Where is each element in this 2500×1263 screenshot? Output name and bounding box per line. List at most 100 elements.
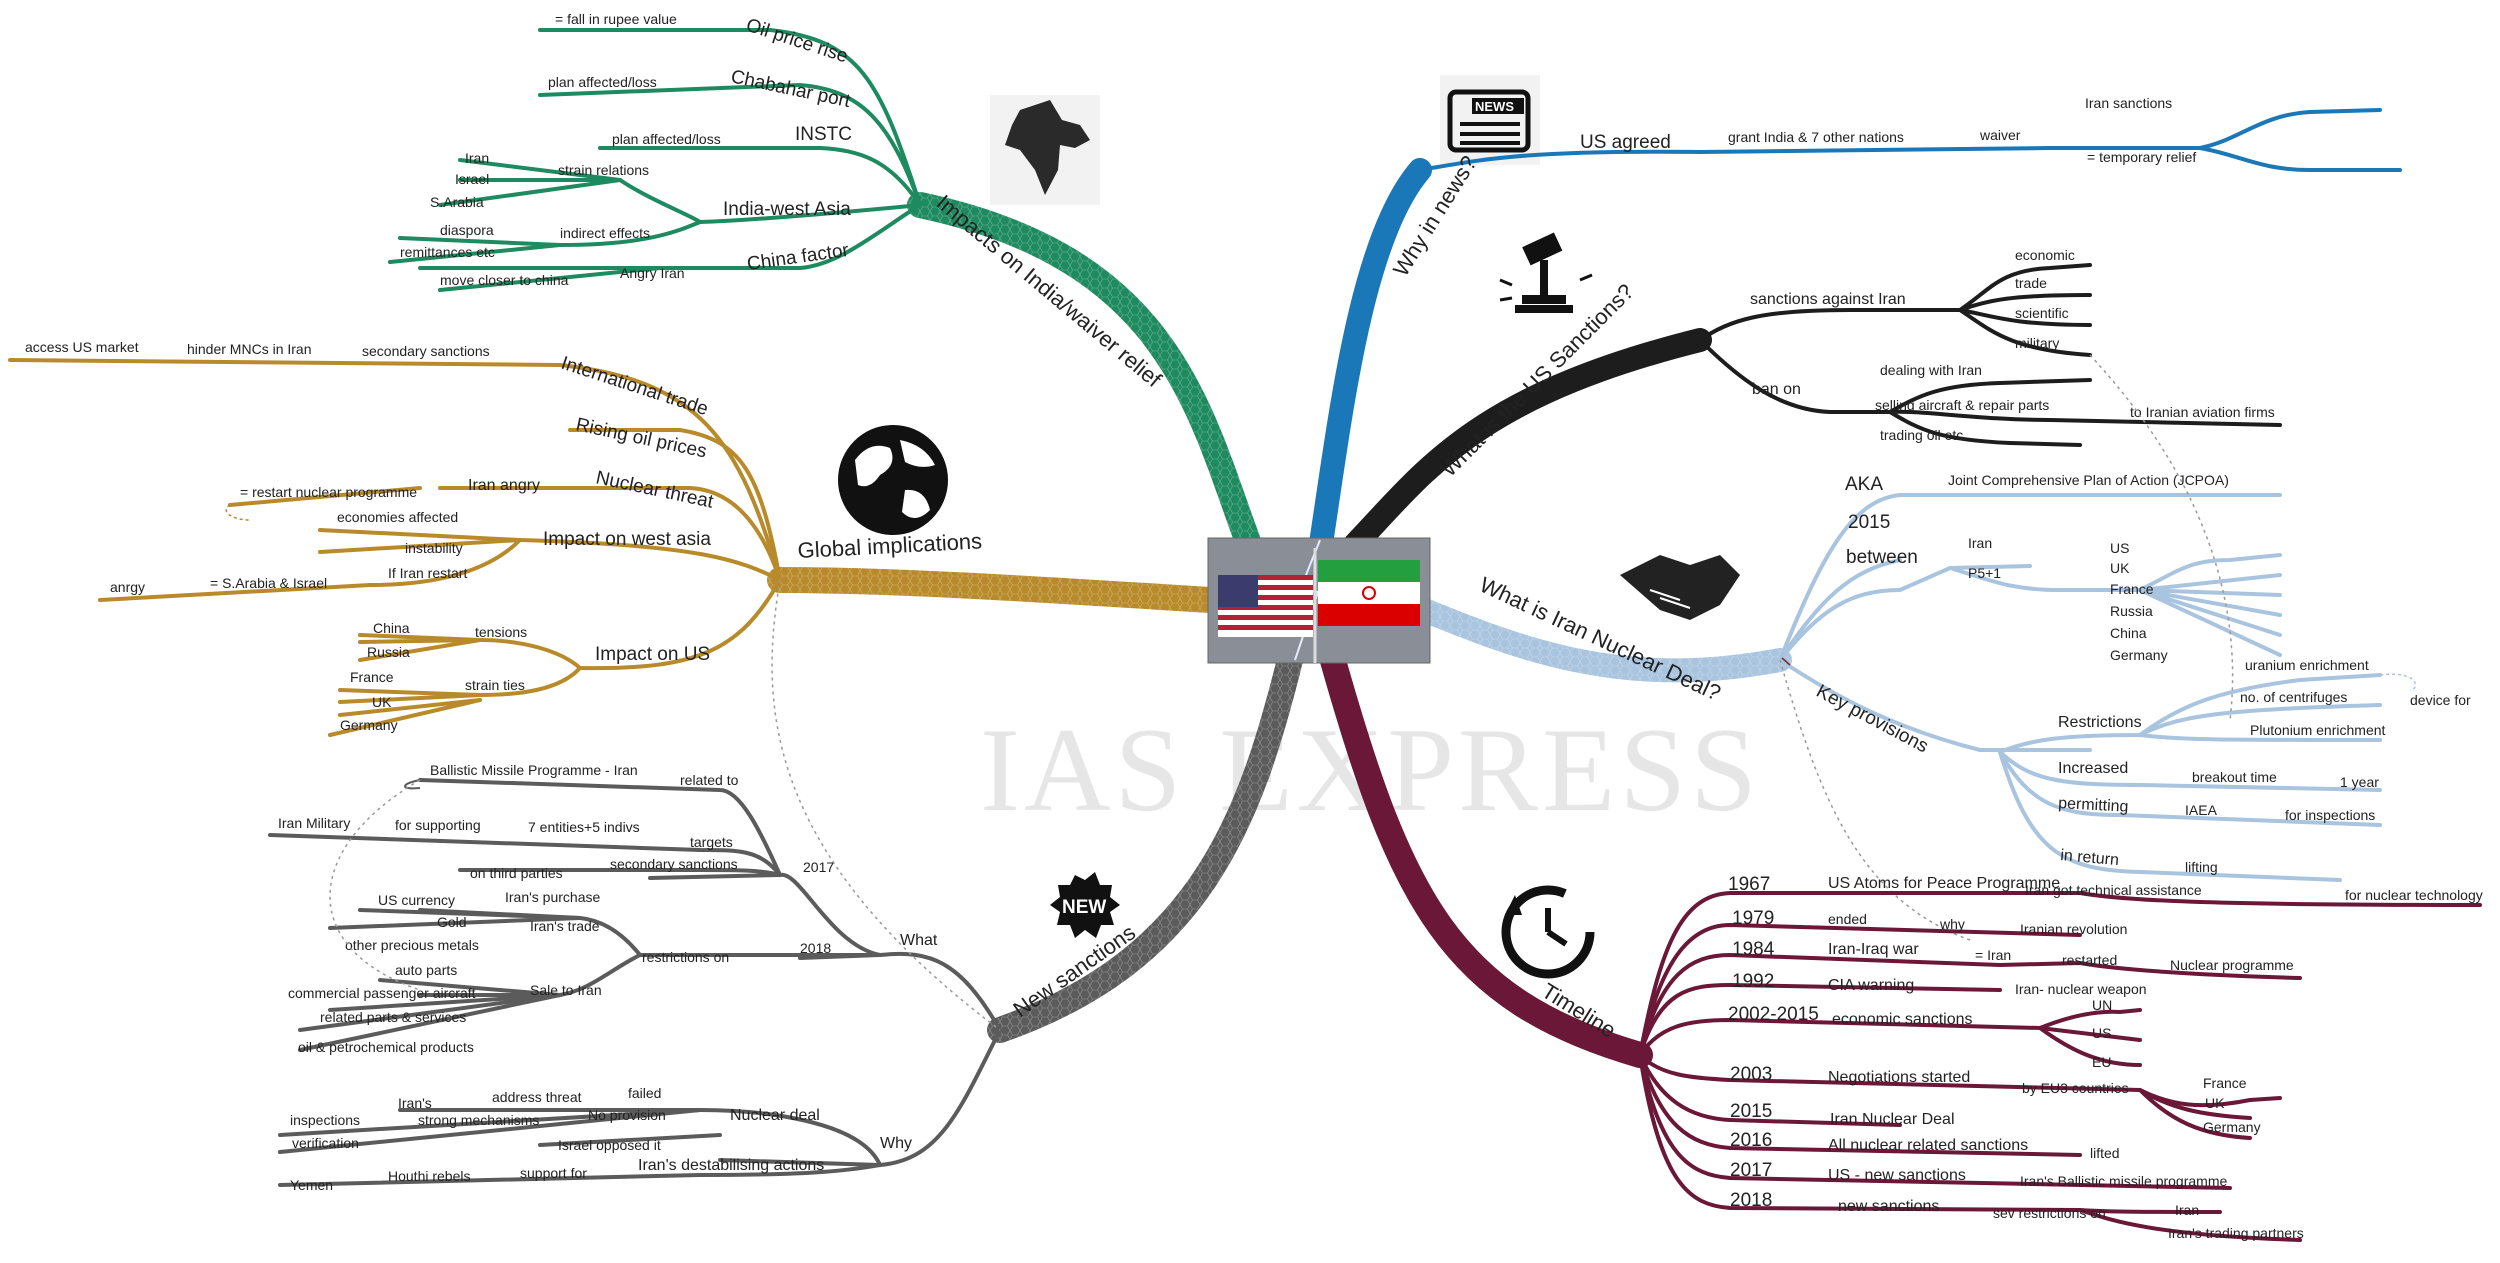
label-nuclear-programme: Nuclear programme xyxy=(2170,957,2294,973)
globe-icon xyxy=(838,425,948,535)
label-tensions: tensions xyxy=(475,624,527,640)
label-deal-iran: Iran xyxy=(1968,535,1992,551)
label-ended: ended xyxy=(1828,911,1867,927)
label-russia: Russia xyxy=(367,644,410,660)
label-nuclear-technology: for nuclear technology xyxy=(2345,887,2483,903)
label-eu3: by EU3 countries xyxy=(2022,1080,2129,1096)
label-saudi-israel: = S.Arabia & Israel xyxy=(210,575,327,591)
label-related-to: related to xyxy=(680,772,739,788)
label-eq-iran: = Iran xyxy=(1975,947,2011,963)
label-no-provision: No provision xyxy=(588,1107,666,1123)
label-access-us-market: access US market xyxy=(25,339,139,355)
label-year-2002-2015: 2002-2015 xyxy=(1728,1004,1819,1025)
label-uranium: uranium enrichment xyxy=(2245,657,2369,673)
label-hinder-mncs: hinder MNCs in Iran xyxy=(187,341,312,357)
label-lifted: lifted xyxy=(2090,1145,2120,1161)
label-tl-germany: Germany xyxy=(2203,1119,2261,1135)
label-year-1984: 1984 xyxy=(1732,939,1775,960)
label-chabahar: Chabahar port xyxy=(729,66,853,112)
label-aka: AKA xyxy=(1845,474,1883,495)
label-breakout: breakout time xyxy=(2192,769,2277,785)
label-other-metals: other precious metals xyxy=(345,937,479,953)
label-for-inspections: for inspections xyxy=(2285,807,2375,823)
label-iran-angry: Iran angry xyxy=(468,477,540,494)
us-flag xyxy=(1218,575,1313,637)
india-map-icon xyxy=(990,95,1100,205)
label-secondary-sanctions: secondary sanctions xyxy=(362,343,490,359)
label-oil-petrochemical: oil & petrochemical products xyxy=(298,1039,474,1055)
label-plutonium: Plutonium enrichment xyxy=(2250,722,2386,738)
label-gold: Gold xyxy=(437,914,467,930)
label-sev-restrictions: sev restrictions on xyxy=(1993,1205,2106,1221)
label-trading-partners: Iran's trading partners xyxy=(2168,1225,2304,1241)
label-failed: failed xyxy=(628,1085,661,1101)
label-targets: targets xyxy=(690,834,733,850)
label-tl-un: UN xyxy=(2092,997,2112,1013)
dotted-link-sanctions xyxy=(2089,354,2234,721)
label-iran-nuclear-deal: Iran Nuclear Deal xyxy=(1830,1111,1955,1128)
label-deal-germany: Germany xyxy=(2110,647,2168,663)
label-china: China xyxy=(373,620,410,636)
label-between: between xyxy=(1846,547,1918,568)
label-impact-west-asia: Impact on west asia xyxy=(543,529,711,550)
label-economic-sanctions: economic sanctions xyxy=(1832,1011,1973,1028)
label-iran-iraq-war: Iran-Iraq war xyxy=(1828,941,1919,958)
label-atoms-for-peace: US Atoms for Peace Programme xyxy=(1828,875,2060,892)
label-angry-iran: Angry Iran xyxy=(620,265,685,281)
label-instability: instability xyxy=(405,540,463,556)
label-chabahar-loss: plan affected/loss xyxy=(548,74,657,90)
label-israel: Israel xyxy=(455,171,489,187)
label-international-trade: International trade xyxy=(558,353,710,420)
label-temporary-relief: = temporary relief xyxy=(2087,149,2196,165)
label-why: Why xyxy=(880,1135,912,1152)
label-germany: Germany xyxy=(340,717,398,733)
label-dealing-iran: dealing with Iran xyxy=(1880,362,1982,378)
label-destabilising: Iran's destabilising actions xyxy=(638,1157,824,1174)
branch-sanctions xyxy=(1328,328,1712,572)
label-waiver: waiver xyxy=(1979,127,2021,143)
label-irans-purchase: Iran's purchase xyxy=(505,889,600,905)
label-tl-eu: EU xyxy=(2092,1054,2111,1070)
label-deal-france: France xyxy=(2110,581,2154,597)
label-auto-parts: auto parts xyxy=(395,962,457,978)
label-deal-us: US xyxy=(2110,540,2129,556)
label-instc-loss: plan affected/loss xyxy=(612,131,721,147)
label-ballistic-programme: Iran's Ballistic missile programme xyxy=(2020,1173,2227,1189)
label-cia-warning: CIA warning xyxy=(1828,977,1914,994)
label-military: military xyxy=(2015,335,2059,351)
label-year-1967: 1967 xyxy=(1728,874,1770,895)
label-ban-on: ban on xyxy=(1752,381,1801,398)
label-uk: UK xyxy=(372,694,392,710)
label-deal-uk: UK xyxy=(2110,560,2130,576)
label-nuclear-threat: Nuclear threat xyxy=(594,467,716,513)
label-tl-uk: UK xyxy=(2205,1095,2225,1111)
label-selling-aircraft: selling aircraft & repair parts xyxy=(1875,397,2049,413)
branch-timeline xyxy=(1317,637,1653,1068)
label-jcpoa: Joint Comprehensive Plan of Action (JCPO… xyxy=(1948,472,2229,488)
label-iran-sanctions: Iran sanctions xyxy=(2085,95,2172,111)
dotted-link-timeline xyxy=(1779,659,1971,941)
label-why-tl: why xyxy=(1939,916,1965,932)
label-saudi: S.Arabia xyxy=(430,194,484,210)
label-strain-ties: strain ties xyxy=(465,677,525,693)
label-grant-india: grant India & 7 other nations xyxy=(1728,129,1904,145)
label-support-for: support for xyxy=(520,1165,587,1181)
india-branch-title: Impacts on India/waiver relief xyxy=(932,190,1167,393)
label-remittances: remittances etc xyxy=(400,244,495,260)
iran-flag xyxy=(1318,560,1420,626)
label-strong-mechanisms: strong mechanisms xyxy=(418,1112,539,1128)
label-secondary-sanctions-new: secondary sanctions xyxy=(610,856,738,872)
label-trade: trade xyxy=(2015,275,2047,291)
label-us-new-sanctions: US - new sanctions xyxy=(1828,1167,1966,1184)
label-iran-military: Iran Military xyxy=(278,815,350,831)
label-new-sanctions-2018: new sanctions xyxy=(1838,1198,1939,1215)
label-oil-price-rise: Oil price rise xyxy=(743,15,850,68)
label-sale-to-iran: Sale to Iran xyxy=(530,982,602,998)
label-permitting: permitting xyxy=(2058,795,2129,816)
label-tl-us: US xyxy=(2092,1025,2111,1041)
label-israel-opposed: Israel opposed it xyxy=(558,1137,661,1153)
label-third-parties: on third parties xyxy=(470,865,563,881)
label-irans: Iran's xyxy=(398,1095,432,1111)
new-badge-text: NEW xyxy=(1062,897,1106,918)
label-tl-france: France xyxy=(2203,1075,2247,1091)
